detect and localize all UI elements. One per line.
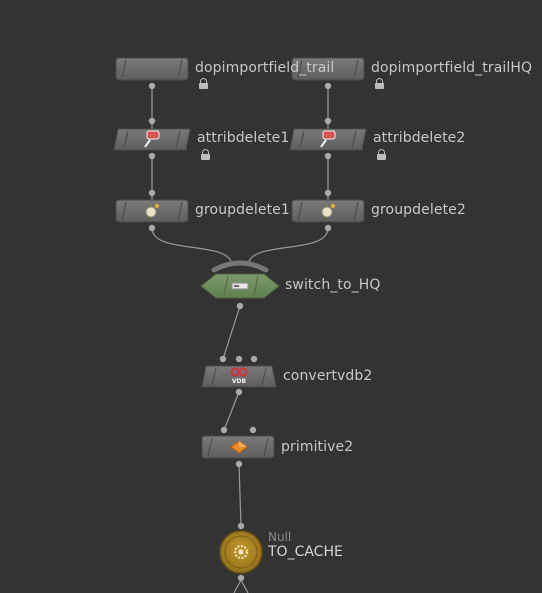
- output-connector[interactable]: [148, 152, 156, 160]
- node-label-to-cache: TO_CACHE: [268, 544, 343, 560]
- group-bomb-icon: [145, 204, 159, 218]
- input-connector[interactable]: [235, 355, 243, 363]
- null-gear-icon: [234, 545, 248, 559]
- output-connector[interactable]: [235, 388, 243, 396]
- lock-icon: [375, 78, 384, 89]
- group-bomb-icon: [321, 204, 335, 218]
- input-connector[interactable]: [220, 426, 228, 434]
- wire-primitive-null: [238, 463, 242, 527]
- node-groupdelete2[interactable]: [291, 199, 365, 223]
- input-connector[interactable]: [324, 117, 332, 125]
- output-connector[interactable]: [324, 152, 332, 160]
- input-connector[interactable]: [249, 426, 257, 434]
- output-connector[interactable]: [324, 224, 332, 232]
- input-connector[interactable]: [237, 522, 245, 530]
- output-connector[interactable]: [235, 460, 243, 468]
- node-attribdelete1[interactable]: [113, 128, 191, 151]
- wire-null-out-a: [233, 579, 242, 593]
- node-label-dopimportfield-trail: dopimportfield_trail: [195, 60, 335, 76]
- vdb-icon: VDB: [230, 367, 248, 385]
- switch-icon: [231, 282, 249, 290]
- input-connector[interactable]: [324, 189, 332, 197]
- output-connector[interactable]: [324, 82, 332, 90]
- wire-groupdelete1-switch: [151, 227, 233, 265]
- attrib-eraser-icon: [144, 130, 160, 148]
- node-label-convertvdb2: convertvdb2: [283, 368, 373, 384]
- output-connector[interactable]: [237, 574, 245, 582]
- wire-null-out-b: [240, 579, 249, 593]
- wires: [151, 86, 329, 593]
- node-to-cache-null[interactable]: [219, 530, 263, 574]
- node-label-switch-to-hq: switch_to_HQ: [285, 277, 381, 293]
- connectors: [148, 82, 332, 582]
- node-label-attribdelete2: attribdelete2: [373, 130, 466, 146]
- node-label-dopimportfield-trailhq: dopimportfield_trailHQ: [371, 60, 533, 76]
- node-type-label-null: Null: [268, 530, 292, 544]
- lock-icon: [377, 149, 386, 160]
- node-attribdelete2[interactable]: [289, 128, 367, 151]
- input-connector[interactable]: [148, 117, 156, 125]
- node-dopimportfield-trail[interactable]: [115, 57, 189, 81]
- node-primitive2[interactable]: [201, 435, 275, 459]
- node-dopimportfield-trailhq[interactable]: [291, 57, 365, 81]
- wire-groupdelete2-switch: [247, 227, 329, 265]
- node-label-groupdelete2: groupdelete2: [371, 202, 466, 218]
- output-connector[interactable]: [148, 224, 156, 232]
- input-connector[interactable]: [148, 189, 156, 197]
- output-connector[interactable]: [236, 302, 244, 310]
- input-connector[interactable]: [250, 355, 258, 363]
- node-label-groupdelete1: groupdelete1: [195, 202, 290, 218]
- primitive-diamond-icon: [230, 440, 248, 454]
- node-convertvdb2[interactable]: VDB: [201, 365, 277, 388]
- input-connector[interactable]: [219, 355, 227, 363]
- node-label-attribdelete1: attribdelete1: [197, 130, 290, 146]
- node-label-primitive2: primitive2: [281, 439, 354, 455]
- lock-icon: [201, 149, 210, 160]
- output-connector[interactable]: [148, 82, 156, 90]
- wire-switch-convertvdb: [222, 305, 241, 360]
- node-groupdelete1[interactable]: [115, 199, 189, 223]
- attrib-eraser-icon: [320, 130, 336, 148]
- wire-convertvdb-primitive: [223, 391, 240, 431]
- vdb-badge-text: VDB: [232, 378, 247, 385]
- lock-icon: [199, 78, 208, 89]
- node-switch-to-hq[interactable]: [200, 260, 280, 299]
